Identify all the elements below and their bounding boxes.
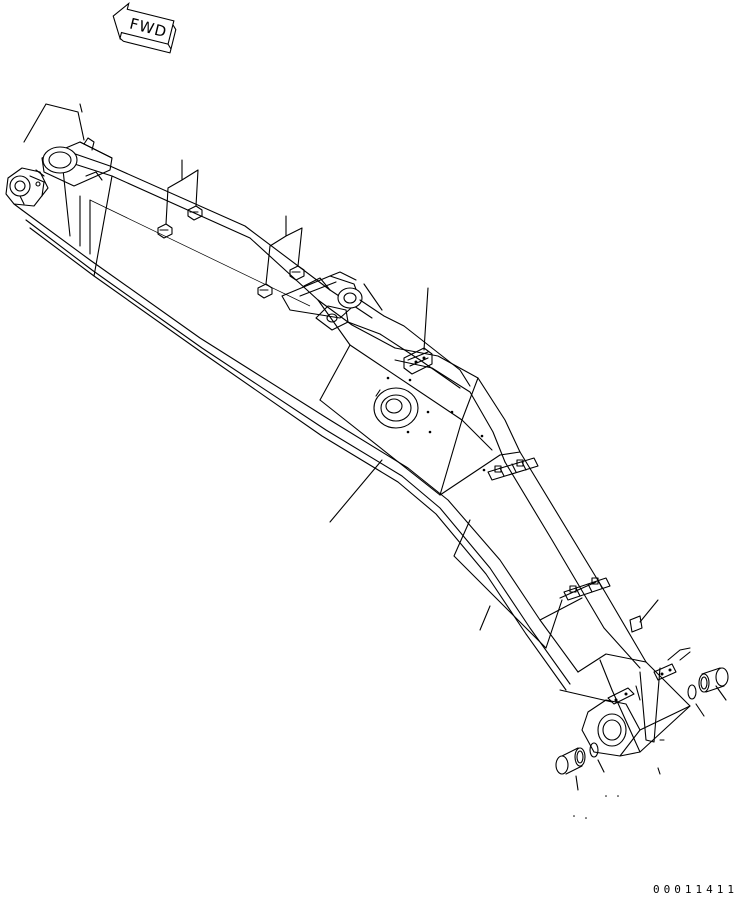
top-cylinder-boss <box>41 137 113 187</box>
bushing-right <box>698 667 729 693</box>
left-end-bracket <box>5 167 49 211</box>
boom-pin-boss <box>373 376 486 472</box>
o-ring-right <box>687 684 697 700</box>
fwd-arrow: FWD <box>112 1 177 54</box>
link-bracket <box>281 271 471 389</box>
arm-tip <box>581 599 691 757</box>
bushing-left <box>555 747 586 775</box>
band-lower <box>563 577 611 601</box>
leader-main <box>329 459 383 523</box>
o-ring-left <box>589 742 599 758</box>
clamp-plate-4 <box>289 265 305 281</box>
leader-lines-top <box>23 103 85 143</box>
band-upper <box>487 457 539 481</box>
arm-body <box>21 147 691 753</box>
drawing-code: 00011411 <box>653 883 738 896</box>
clamp-plate-3 <box>257 283 273 299</box>
